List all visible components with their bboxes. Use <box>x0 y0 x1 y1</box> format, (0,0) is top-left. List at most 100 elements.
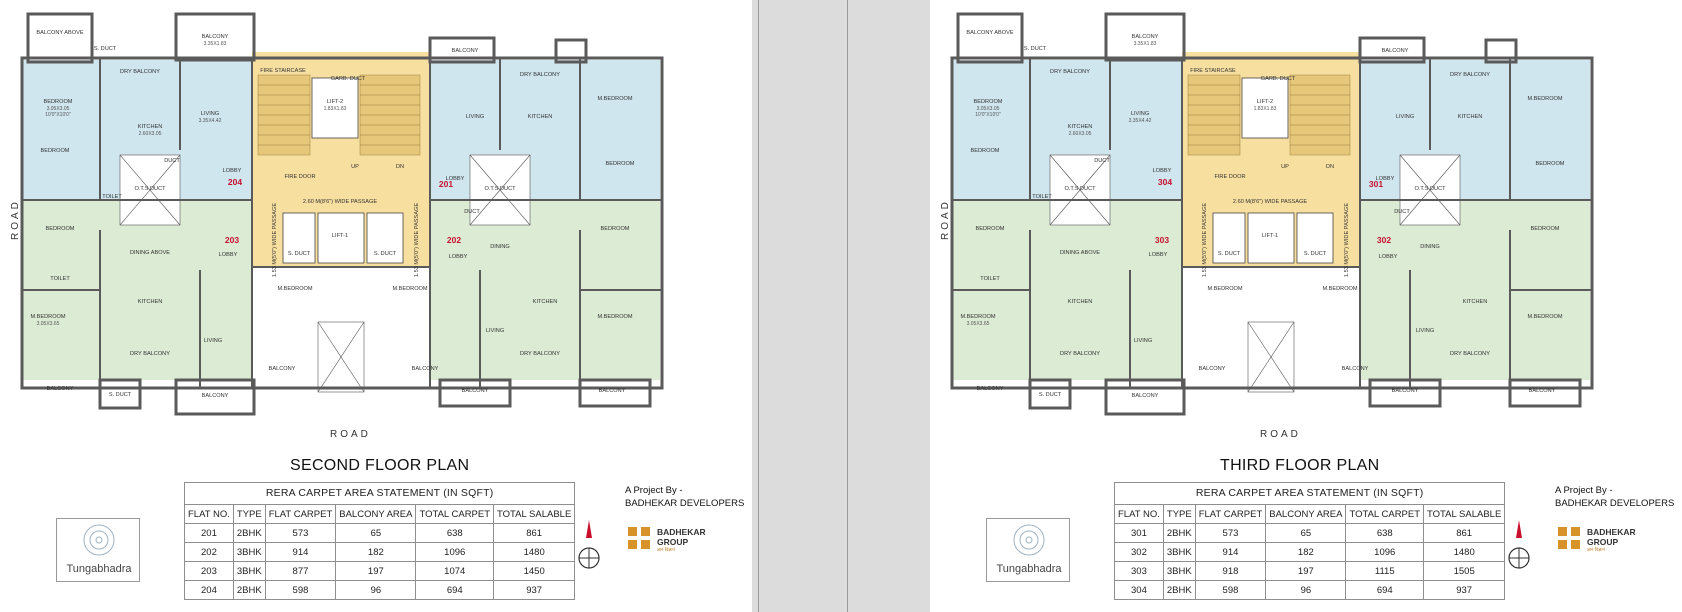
label-balcony-right: BALCONY <box>1382 48 1409 54</box>
label-lobby-4: LOBBY <box>1379 254 1398 260</box>
rera-cell: 3BHK <box>232 542 266 562</box>
rera-cell: 301 <box>1114 523 1164 543</box>
label-balcony-br: BALCONY <box>462 388 489 394</box>
label-dry-balcony: DRY BALCONY <box>120 69 160 75</box>
label-dry-balcony-right: DRY BALCONY <box>1450 72 1490 78</box>
label-m-bedroom-5: M.BEDROOM <box>1527 314 1562 320</box>
label-lobby-2: LOBBY <box>1376 176 1395 182</box>
rera-cell: 2BHK <box>232 523 266 543</box>
label-kitchen-1: KITCHEN <box>1068 124 1093 130</box>
label-lobby-2: LOBBY <box>446 176 465 182</box>
label-living-2: LIVING <box>1396 114 1414 120</box>
label-lift-2-dim: 1.83X1.83 <box>324 106 347 112</box>
rera-cell: 197 <box>335 561 417 581</box>
label-balcony-bl: BALCONY <box>977 386 1004 392</box>
label-bedroom-5: BEDROOM <box>1531 226 1560 232</box>
room-labels: BALCONY ABOVE S. DUCT BALCONY 3.35X1.83 … <box>960 30 1564 399</box>
label-dining-above: DINING ABOVE <box>130 250 170 256</box>
rera-header-cell: BALCONY AREA <box>1265 504 1347 524</box>
label-m-bedroom-2: M.BEDROOM <box>30 314 65 320</box>
rera-cell: 1450 <box>493 561 576 581</box>
label-fire-staircase: FIRE STAIRCASE <box>260 68 306 74</box>
flower-emblem-icon <box>83 524 115 556</box>
rera-cell: 182 <box>335 542 417 562</box>
label-dry-balcony: DRY BALCONY <box>1050 69 1090 75</box>
label-duct-2: DUCT <box>464 209 480 215</box>
rera-cell: 937 <box>1423 580 1506 600</box>
label-toilet-1: TOILET <box>1032 194 1052 200</box>
label-living-4: LIVING <box>1416 328 1434 334</box>
label-dining-above: DINING ABOVE <box>1060 250 1100 256</box>
rera-cell: 1096 <box>415 542 495 562</box>
label-bedroom-1-ft: 10'0"X10'0" <box>975 112 1001 118</box>
label-living-3: LIVING <box>204 338 222 344</box>
label-living-1-dim: 3.35X4.42 <box>1129 118 1152 124</box>
label-lift-1: LIFT-1 <box>1262 233 1278 239</box>
rera-cell: 1480 <box>493 542 576 562</box>
rera-cell: 638 <box>1345 523 1425 543</box>
label-m-bedroom-2: M.BEDROOM <box>960 314 995 320</box>
road-label-bottom: ROAD <box>1260 429 1301 440</box>
ots-ducts <box>119 154 531 393</box>
rera-cell: 3BHK <box>1162 542 1196 562</box>
label-bedroom-1: BEDROOM <box>974 99 1003 105</box>
label-s-duct-lift: S. DUCT <box>288 251 311 257</box>
label-balcony-bc: BALCONY <box>202 393 229 399</box>
badhekar-mark-icon <box>1558 527 1580 549</box>
label-lift-1: LIFT-1 <box>332 233 348 239</box>
group-name-2: GROUP <box>657 537 689 547</box>
rera-cell: 65 <box>1265 523 1347 543</box>
rera-cell: 573 <box>264 523 337 543</box>
flat-marker-bottom-right: 202 <box>447 235 461 245</box>
label-vertical-passage-left: 1.53 M(5'0") WIDE PASSAGE <box>272 203 278 277</box>
flower-emblem-icon <box>1013 524 1045 556</box>
label-wide-passage: 2.60 M(8'6") WIDE PASSAGE <box>1233 199 1307 205</box>
project-by-line1: A Project By - <box>625 485 683 496</box>
rera-header-cell: FLAT CARPET <box>264 504 337 524</box>
label-m-bedroom-2-dim: 3.05X3.65 <box>967 321 990 327</box>
rera-cell: 302 <box>1114 542 1164 562</box>
rera-cell: 861 <box>493 523 576 543</box>
label-ots-duct-1: O.T.S DUCT <box>1064 186 1096 192</box>
label-kitchen-4: KITCHEN <box>1463 299 1488 305</box>
label-balcony-above: BALCONY ABOVE <box>36 30 83 36</box>
label-bedroom-2: BEDROOM <box>41 148 70 154</box>
rera-cell: 201 <box>184 523 234 543</box>
label-balcony-top: BALCONY <box>1132 34 1159 40</box>
label-lobby-1: LOBBY <box>223 168 242 174</box>
flat-marker-top-right: 301 <box>1369 179 1383 189</box>
walls <box>20 12 664 416</box>
label-dn: DN <box>396 164 404 170</box>
badhekar-name: BADHEKAR GROUP <box>1587 527 1636 547</box>
room-labels: BALCONY ABOVE S. DUCT BALCONY 3.35X1.83 … <box>30 30 634 399</box>
lift-shafts <box>282 77 404 264</box>
rera-header-cell: BALCONY AREA <box>335 504 417 524</box>
project-by-line2: BADHEKAR DEVELOPERS <box>1555 498 1675 509</box>
rera-cell: 914 <box>264 542 337 562</box>
plan-title: THIRD FLOOR PLAN <box>1220 457 1380 474</box>
label-ots-duct-1: O.T.S DUCT <box>134 186 166 192</box>
label-vertical-passage-right: 1.53 M(5'0") WIDE PASSAGE <box>1344 203 1350 277</box>
label-s-duct-lift: S. DUCT <box>1218 251 1241 257</box>
rera-cell: 3BHK <box>232 561 266 581</box>
road-label-left: ROAD <box>940 199 951 240</box>
label-bedroom-1-dim: 3.05X3.05 <box>47 106 70 112</box>
rera-cell: 638 <box>415 523 495 543</box>
label-s-duct-bottom: S. DUCT <box>109 392 132 398</box>
badhekar-name: BADHEKAR GROUP <box>657 527 706 547</box>
label-duct-1: DUCT <box>164 158 180 164</box>
rera-cell: 2BHK <box>1162 523 1196 543</box>
label-bedroom-4: BEDROOM <box>46 226 75 232</box>
group-tagline: ज्ञानं विज्ञानं <box>1587 547 1606 552</box>
label-m-bedroom-4: M.BEDROOM <box>392 286 427 292</box>
north-compass-icon <box>578 520 600 569</box>
label-lobby-4: LOBBY <box>449 254 468 260</box>
brand-name: Tungabhadra <box>66 563 132 575</box>
label-balcony-br2: BALCONY <box>599 388 626 394</box>
label-bedroom-2: BEDROOM <box>971 148 1000 154</box>
label-living-1-dim: 3.35X4.42 <box>199 118 222 124</box>
label-kitchen-2: KITCHEN <box>1458 114 1483 120</box>
